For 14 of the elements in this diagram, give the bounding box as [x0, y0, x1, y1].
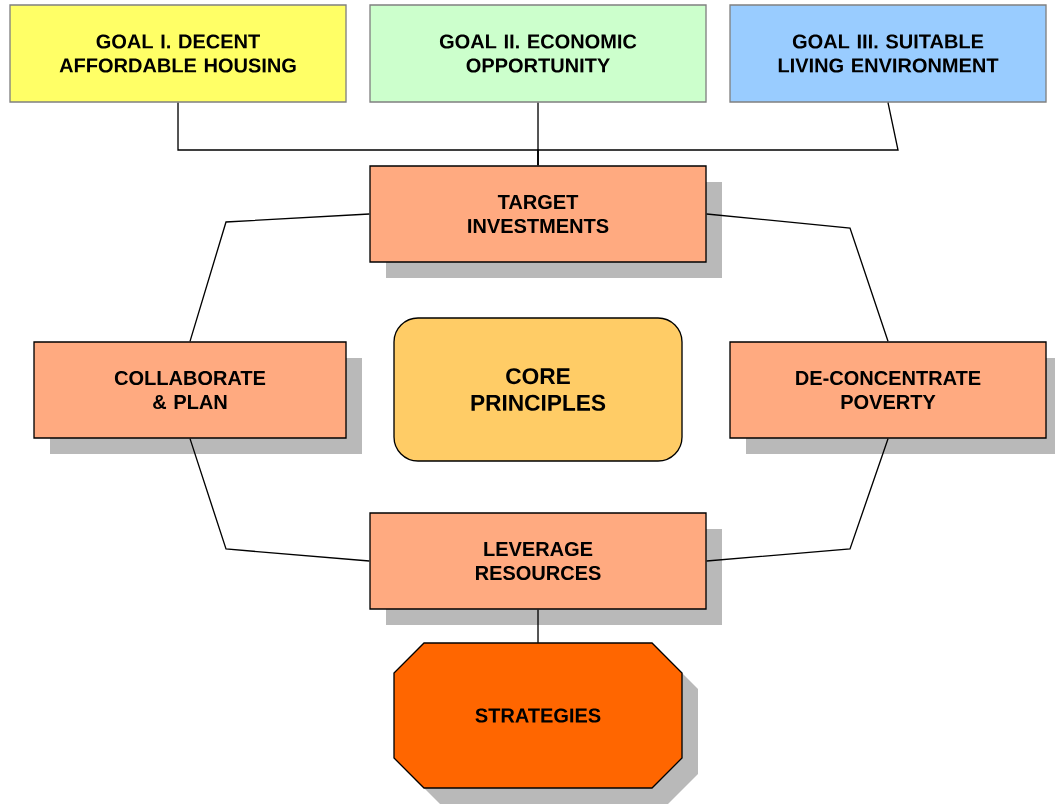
connector-line — [706, 213, 889, 342]
connector-line — [537, 102, 899, 166]
process-box: DE-CONCENTRATE POVERTY — [729, 341, 1055, 454]
connector-line — [189, 213, 370, 342]
goal-box: GOAL III. SUITABLE LIVING ENVIRONMENT — [729, 4, 1047, 103]
goal-box: GOAL I. DECENT AFFORDABLE HOUSING — [9, 4, 347, 103]
connector-line — [706, 438, 889, 562]
center-box: CORE PRINCIPLES — [393, 317, 683, 462]
process-box: LEVERAGE RESOURCES — [369, 512, 722, 625]
process-box: COLLABORATE & PLAN — [33, 341, 362, 454]
goal-box: GOAL II. ECONOMIC OPPORTUNITY — [369, 4, 707, 103]
connector-line — [189, 438, 370, 562]
process-box: TARGET INVESTMENTS — [369, 165, 722, 278]
connector-line — [537, 609, 539, 644]
